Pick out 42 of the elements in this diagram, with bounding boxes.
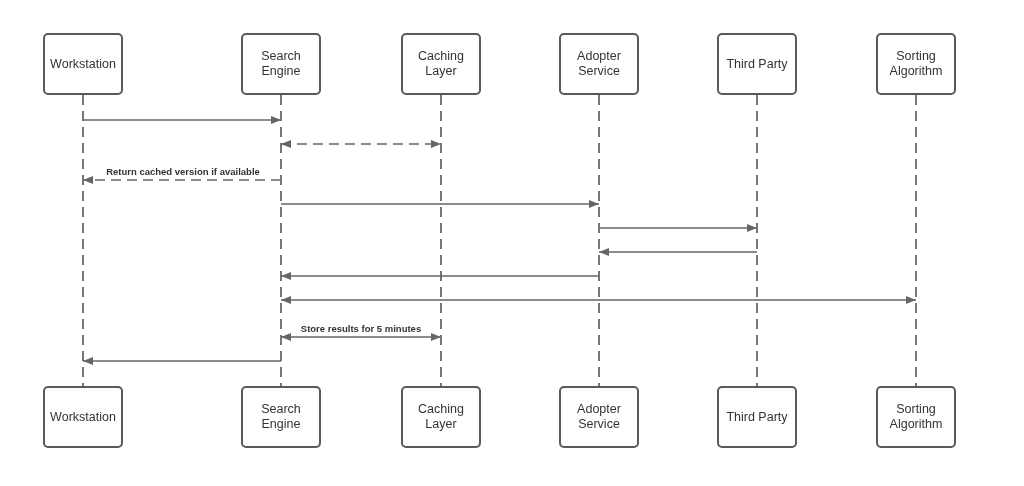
message-arrow bbox=[280, 272, 600, 280]
participant-name: Adopter Service bbox=[576, 402, 622, 432]
message-arrow bbox=[82, 176, 282, 184]
participant-name: Third Party bbox=[726, 409, 788, 425]
participant-name: Workstation bbox=[50, 56, 116, 72]
message-arrow bbox=[82, 357, 282, 365]
edge-label: Return cached version if available bbox=[104, 165, 262, 177]
participant-name: Search Engine bbox=[260, 402, 302, 432]
message-arrow bbox=[598, 248, 758, 256]
lifeline bbox=[280, 95, 282, 386]
participant-box bbox=[241, 33, 321, 95]
participant-name: Sorting Algorithm bbox=[888, 402, 944, 432]
message-arrow bbox=[280, 140, 442, 148]
participant-box bbox=[559, 386, 639, 448]
message-arrow bbox=[280, 200, 600, 208]
edge-label: Store results for 5 minutes bbox=[298, 322, 424, 334]
lifeline bbox=[915, 95, 917, 386]
participant-box bbox=[401, 33, 481, 95]
participant-name: Search Engine bbox=[260, 49, 302, 79]
participant-box bbox=[401, 386, 481, 448]
participant-box bbox=[876, 33, 956, 95]
lifeline bbox=[756, 95, 758, 386]
message-arrow bbox=[280, 333, 442, 341]
participant-name: Caching Layer bbox=[417, 49, 465, 79]
participant-name: Third Party bbox=[726, 56, 788, 72]
participant-box bbox=[717, 33, 797, 95]
message-arrow bbox=[598, 224, 758, 232]
participant-box bbox=[876, 386, 956, 448]
participant-box bbox=[241, 386, 321, 448]
participant-name: Caching Layer bbox=[417, 402, 465, 432]
participant-box bbox=[559, 33, 639, 95]
participant-box bbox=[43, 33, 123, 95]
participant-box bbox=[43, 386, 123, 448]
lifeline bbox=[598, 95, 600, 386]
message-arrow bbox=[82, 116, 282, 124]
lifeline bbox=[440, 95, 442, 386]
participant-box bbox=[717, 386, 797, 448]
message-arrow bbox=[280, 296, 917, 304]
lifeline bbox=[82, 95, 84, 386]
participant-name: Workstation bbox=[50, 409, 116, 425]
participant-name: Adopter Service bbox=[576, 49, 622, 79]
participant-name: Sorting Algorithm bbox=[888, 49, 944, 79]
